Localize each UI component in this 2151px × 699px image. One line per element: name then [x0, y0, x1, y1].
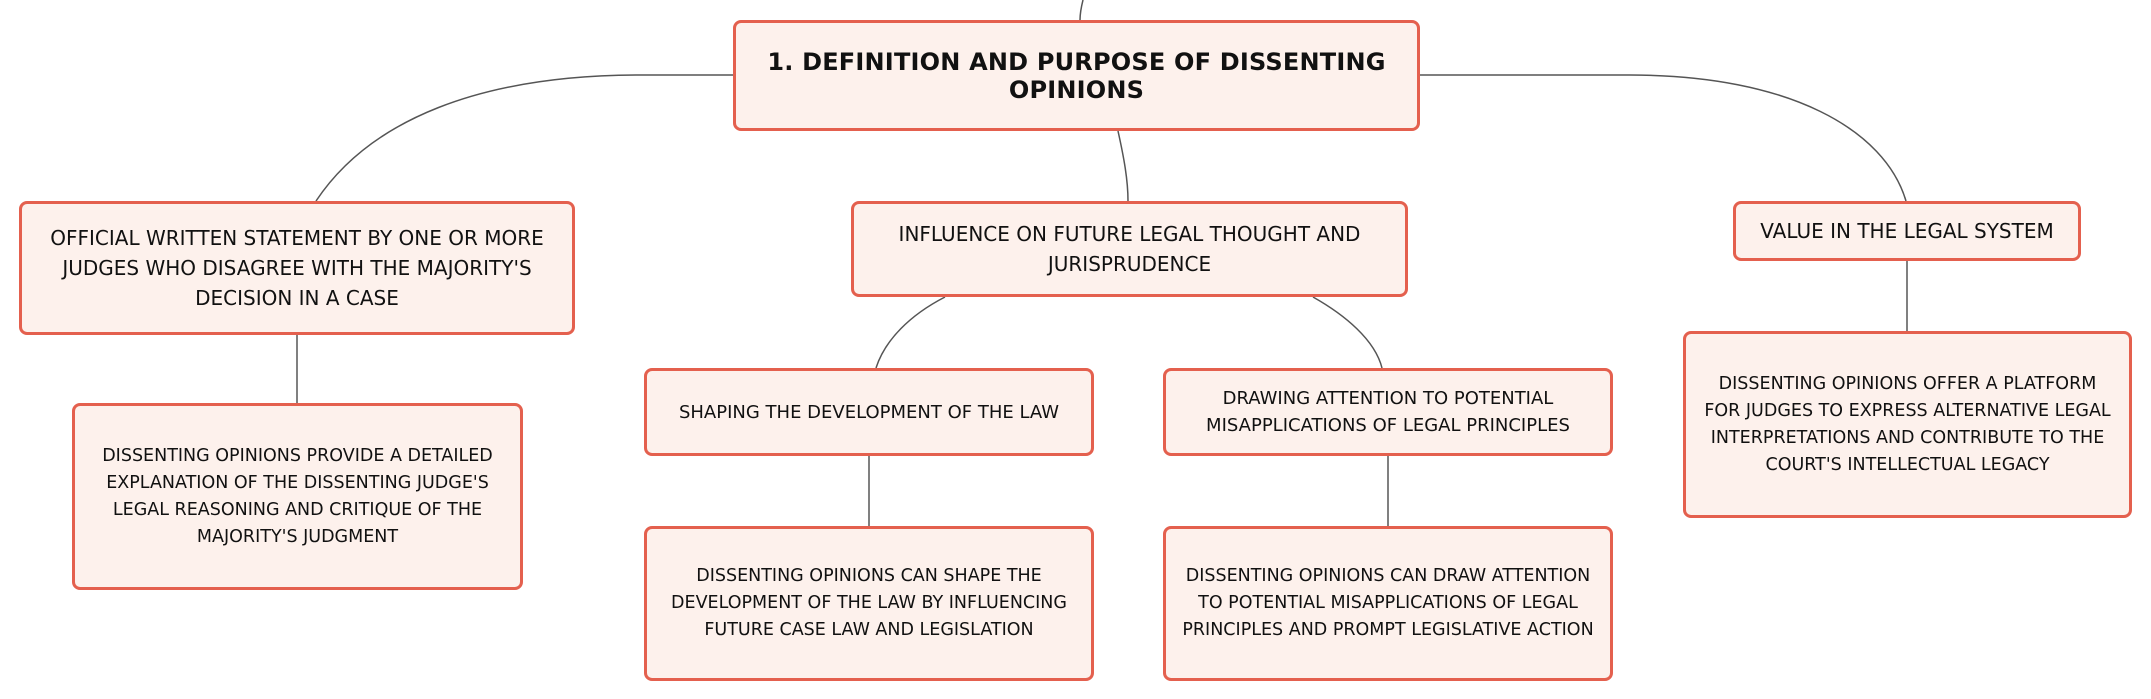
branch-influence-label: INFLUENCE ON FUTURE LEGAL THOUGHT AND JU… [898, 222, 1361, 276]
branch-definition-detail-label: DISSENTING OPINIONS PROVIDE A DETAILED E… [102, 445, 493, 547]
branch-value-label: VALUE IN THE LEGAL SYSTEM [1760, 219, 2054, 243]
subtopic-drawing-detail[interactable]: DISSENTING OPINIONS CAN DRAW ATTENTION T… [1163, 526, 1613, 681]
root-topic[interactable]: 1. DEFINITION AND PURPOSE OF DISSENTING … [733, 20, 1420, 131]
connector-root-to-value [1420, 74, 1907, 202]
subtopic-drawing-label: DRAWING ATTENTION TO POTENTIAL MISAPPLIC… [1206, 388, 1570, 436]
branch-value-detail-label: DISSENTING OPINIONS OFFER A PLATFORM FOR… [1704, 373, 2111, 475]
subtopic-shaping-detail[interactable]: DISSENTING OPINIONS CAN SHAPE THE DEVELO… [644, 526, 1094, 681]
connector-root-to-definition [315, 74, 733, 202]
branch-value-detail[interactable]: DISSENTING OPINIONS OFFER A PLATFORM FOR… [1683, 331, 2132, 518]
subtopic-shaping-label: SHAPING THE DEVELOPMENT OF THE LAW [678, 401, 1060, 423]
subtopic-drawing[interactable]: DRAWING ATTENTION TO POTENTIAL MISAPPLIC… [1163, 368, 1613, 456]
branch-definition[interactable]: OFFICIAL WRITTEN STATEMENT BY ONE OR MOR… [19, 201, 575, 335]
branch-influence[interactable]: INFLUENCE ON FUTURE LEGAL THOUGHT AND JU… [851, 201, 1408, 297]
branch-definition-label: OFFICIAL WRITTEN STATEMENT BY ONE OR MOR… [50, 226, 544, 310]
subtopic-shaping[interactable]: SHAPING THE DEVELOPMENT OF THE LAW [644, 368, 1094, 456]
branch-definition-detail[interactable]: DISSENTING OPINIONS PROVIDE A DETAILED E… [72, 403, 523, 590]
root-topic-label: 1. DEFINITION AND PURPOSE OF DISSENTING … [767, 47, 1386, 104]
connector-root-to-influence [1117, 130, 1129, 202]
connector-parent-to-root [1079, 0, 1084, 21]
subtopic-drawing-detail-label: DISSENTING OPINIONS CAN DRAW ATTENTION T… [1182, 566, 1594, 640]
branch-value[interactable]: VALUE IN THE LEGAL SYSTEM [1733, 201, 2081, 261]
connector-influence-to-drawing [1312, 296, 1383, 369]
connector-influence-to-shaping [875, 296, 946, 369]
subtopic-shaping-detail-label: DISSENTING OPINIONS CAN SHAPE THE DEVELO… [671, 566, 1067, 640]
